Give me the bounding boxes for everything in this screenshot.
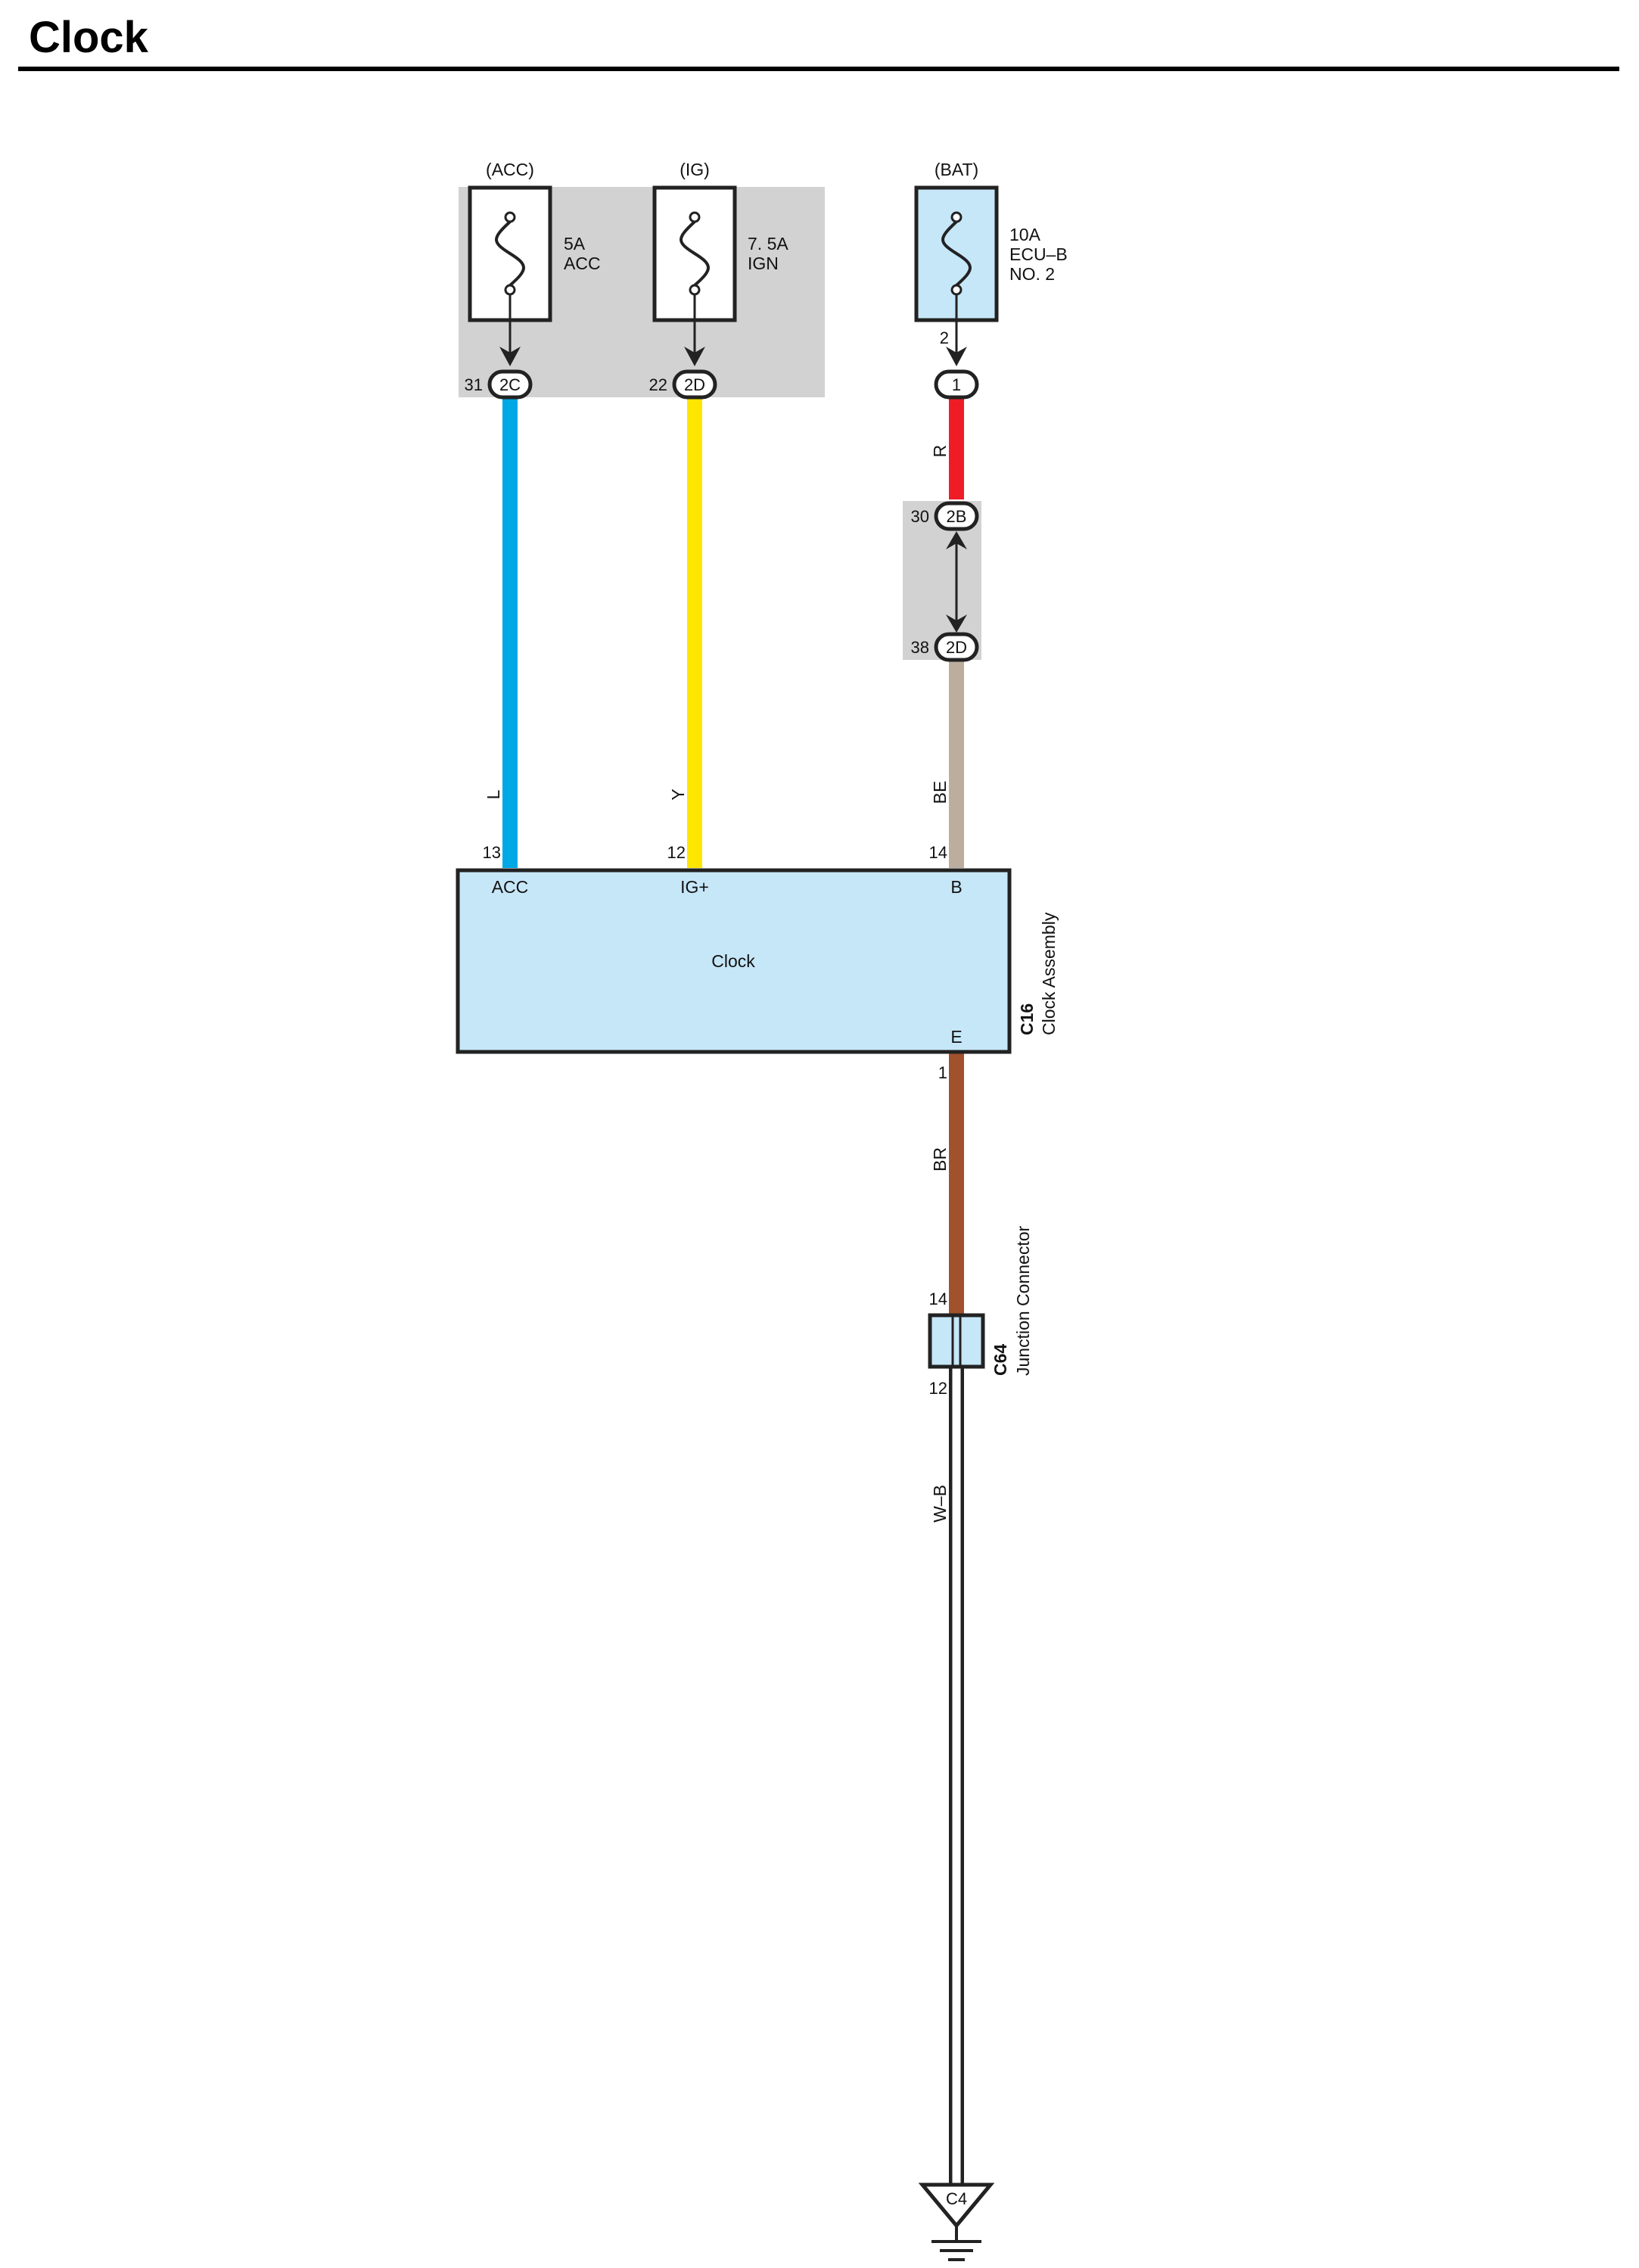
fuse-bat-source: (BAT)	[935, 160, 978, 179]
fuse-bat-name2: NO. 2	[1009, 264, 1055, 284]
connector-2d-jb-pin: 38	[911, 638, 929, 657]
junction-name: Junction Connector	[1013, 1225, 1033, 1376]
clock-pin-b-name: B	[950, 877, 962, 897]
connector-2d-jb: 2D 38	[911, 632, 979, 662]
ground-symbol	[918, 2182, 995, 2261]
wire-bat-upper-color-code: R	[930, 445, 950, 458]
junction-connector	[928, 1313, 985, 1369]
clock-pin-ig-name: IG+	[680, 877, 709, 897]
fuse-ig	[652, 185, 737, 366]
ground-id: C4	[946, 2189, 967, 2208]
clock-name: Clock Assembly	[1039, 912, 1059, 1035]
title-rule	[18, 67, 1619, 71]
wire-ground-lower-color-code: W–B	[930, 1485, 950, 1523]
wire-acc-color-code: L	[484, 789, 503, 799]
clock-ground-pin: 1	[938, 1063, 947, 1082]
fuse-ig-rating: 7. 5A	[748, 234, 788, 254]
connector-2d-ig-pin: 22	[649, 375, 667, 394]
wire-ground-color-code: BR	[930, 1147, 950, 1171]
fuse-ig-name: IGN	[748, 254, 779, 273]
fuse-acc-rating: 5A	[564, 234, 586, 254]
fuse-ig-source: (IG)	[680, 160, 710, 179]
connector-bat-1-id: 1	[952, 375, 961, 394]
clock-ground-terminal: E	[950, 1027, 962, 1047]
fuse-acc-source: (ACC)	[486, 160, 534, 179]
connector-bat-pin: 2	[940, 328, 949, 347]
page-title: Clock	[29, 13, 148, 62]
junction-pin-top: 14	[929, 1290, 947, 1308]
clock-pin-ig-number: 12	[667, 843, 686, 862]
clock-pin-acc-number: 13	[483, 843, 501, 862]
clock-center-label: Clock	[711, 951, 755, 971]
wire-ig-color-code: Y	[668, 789, 688, 800]
jb-internal-link	[946, 531, 967, 633]
connector-2d-ig: 2D 22	[649, 369, 717, 400]
junction-pin-bottom: 12	[929, 1379, 947, 1398]
connector-2b-id: 2B	[947, 507, 967, 526]
fuse-bat-name: ECU–B	[1009, 244, 1068, 264]
fuse-bat-rating: 10A	[1009, 225, 1041, 244]
clock-assembly	[456, 868, 1012, 1054]
clock-pin-b-number: 14	[929, 843, 947, 862]
connector-bat-1: 1 2	[934, 328, 979, 400]
clock-pin-acc-name: ACC	[492, 877, 529, 897]
connector-2c: 2C 31	[465, 369, 533, 400]
connector-2c-pin: 31	[465, 375, 483, 394]
connector-2b: 2B 30	[911, 501, 979, 531]
fuse-acc	[468, 185, 552, 366]
connector-2d-ig-id: 2D	[684, 375, 705, 394]
junction-code: C64	[991, 1344, 1010, 1376]
connector-2d-jb-id: 2D	[946, 638, 967, 657]
connector-2b-pin: 30	[911, 507, 929, 526]
fuse-acc-name: ACC	[564, 254, 601, 273]
fuse-bat	[914, 185, 999, 366]
clock-code: C16	[1017, 1003, 1037, 1035]
connector-2c-id: 2C	[499, 375, 521, 394]
wire-bat-lower-color-code: BE	[930, 781, 950, 804]
